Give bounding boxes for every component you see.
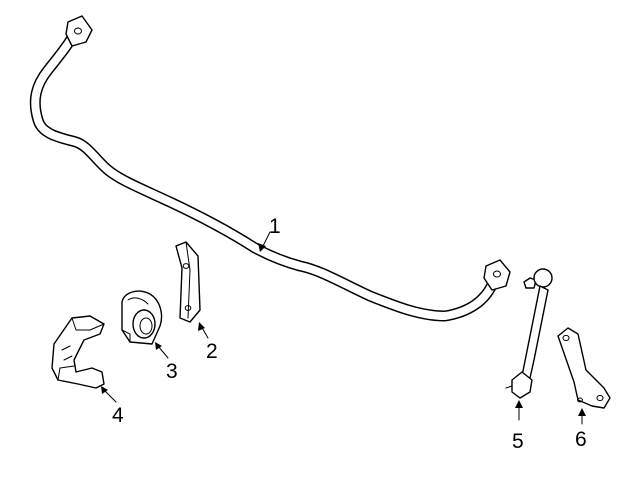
- bushing-clamp-plate: 2: [175, 241, 218, 363]
- bushing: 3: [121, 290, 178, 383]
- callout-6: 6: [575, 428, 587, 451]
- bar-end-left-hole: [74, 27, 82, 35]
- bushing-bracket: 4: [51, 315, 124, 427]
- bar-end-right: [483, 259, 511, 291]
- stabilizer-bar-outline: [29, 24, 498, 322]
- callout-4: 4: [112, 404, 124, 427]
- stabilizer-link: 5: [505, 268, 553, 453]
- callout-3: 3: [166, 360, 178, 383]
- callout-5: 5: [512, 430, 524, 453]
- link-bracket: 6: [557, 327, 611, 451]
- stabilizer-bar-fill: [31, 26, 496, 320]
- bar-end-left: [65, 15, 93, 47]
- stabilizer-bar: 1: [29, 15, 511, 322]
- callout-2: 2: [206, 340, 218, 363]
- callout-1: 1: [269, 215, 281, 238]
- bar-end-right-hole: [493, 270, 501, 278]
